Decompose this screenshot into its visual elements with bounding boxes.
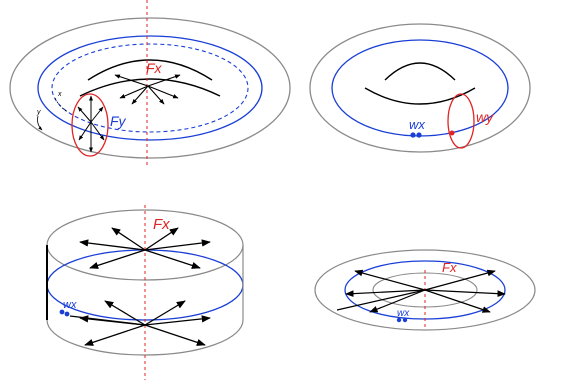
- small-x-label: x: [57, 91, 62, 98]
- small-y-label: y: [36, 109, 41, 116]
- wx-label-cyl: wx: [63, 299, 77, 311]
- annulus-bottom-right: wx Fx: [314, 249, 536, 331]
- wy-point: [449, 130, 455, 136]
- cyl-upper-arrow-star: [79, 227, 211, 269]
- torus-blue-cycle: [37, 35, 263, 141]
- torus-hole-lower: [79, 78, 221, 97]
- torus-top-right: wx wy: [309, 23, 531, 153]
- torus-dashed-cycle: [51, 43, 249, 133]
- flat-wx-point-b: [402, 317, 408, 323]
- wy-label: wy: [476, 109, 494, 125]
- cyl-wx-point-b: [64, 311, 70, 317]
- torus2-hole-upper: [384, 62, 456, 81]
- cylinder-bottom-left: wx Fx: [46, 205, 244, 380]
- flat-wx-point-a: [396, 317, 402, 323]
- torus-outer-outline: [9, 17, 291, 159]
- cyl-wx-point-a: [59, 309, 65, 315]
- fx-label-flat: Fx: [442, 260, 457, 275]
- torus-top-left: Fx Fy x y: [9, 0, 291, 165]
- annulus-arrow-star: [336, 269, 506, 313]
- cyl-top-ellipse: [46, 209, 244, 281]
- torus2-outer-outline: [309, 23, 531, 153]
- fx-label-cyl: Fx: [153, 216, 170, 233]
- fy-arrow-star: [77, 95, 105, 153]
- wx-point-a: [410, 132, 416, 138]
- wx-label-flat: wx: [397, 308, 410, 319]
- small-x-curve: [54, 97, 69, 113]
- fx-arrow-star: [114, 74, 181, 105]
- wx-label-top: wx: [409, 117, 425, 132]
- meridian-red-circle: [71, 93, 109, 157]
- wy-red-circle: [447, 93, 475, 149]
- fx-label-top: Fx: [146, 60, 163, 76]
- small-y-curve: [37, 115, 43, 131]
- torus2-hole-lower: [364, 87, 476, 105]
- cyl-lower-arrow-star: [69, 300, 211, 346]
- fy-label: Fy: [110, 113, 127, 129]
- annulus-outer: [314, 249, 536, 331]
- wx-point-b: [416, 132, 422, 138]
- torus-hole-upper: [87, 59, 213, 81]
